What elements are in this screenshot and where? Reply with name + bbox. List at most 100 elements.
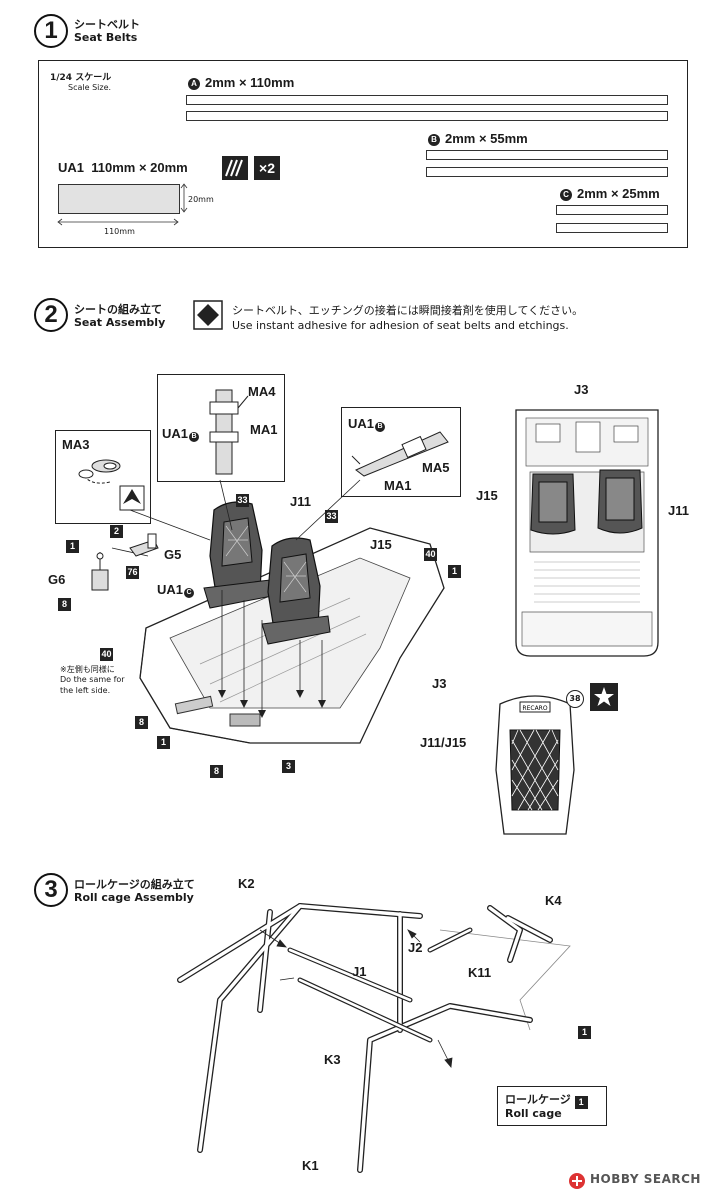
belt-c-strip-1 xyxy=(556,205,668,215)
color-tag-2: 2 xyxy=(110,525,123,538)
step-1-title-en: Seat Belts xyxy=(74,31,138,44)
g5-label: G5 xyxy=(164,547,182,562)
ma4-part-drawing xyxy=(209,389,249,475)
belt-c-size: 2mm × 25mm xyxy=(577,186,660,201)
j15-main-label: J15 xyxy=(370,537,392,552)
step-1-number: 1 xyxy=(34,14,68,48)
roll-cage-color-tag: 1 xyxy=(578,1026,591,1039)
j15-top-label: J15 xyxy=(476,488,498,503)
belt-a-letter: A xyxy=(188,78,200,90)
ua1-label: UA1 110mm × 20mm xyxy=(58,160,188,175)
step-3-title-jp: ロールケージの組み立て xyxy=(74,878,195,891)
step-2-title-en: Seat Assembly xyxy=(74,316,166,329)
color-tag-33b: 33 xyxy=(325,510,338,523)
j11-j15-label: J11/J15 xyxy=(420,735,467,750)
j3-main-label: J3 xyxy=(432,676,447,691)
color-tag-38: 38 xyxy=(566,690,584,708)
roll-cage-legend xyxy=(497,1086,607,1126)
color-tag-76: 76 xyxy=(126,566,139,579)
belt-b-size: 2mm × 55mm xyxy=(445,131,528,146)
ma5-label: MA5 xyxy=(422,460,450,475)
left-side-note-jp: ※左側も同様に xyxy=(60,665,115,674)
belt-a-strip-2 xyxy=(186,111,668,121)
k4-label: K4 xyxy=(545,893,562,908)
etching-icon xyxy=(222,156,248,180)
j2-label: J2 xyxy=(408,940,423,955)
ua1-height-label: 20mm xyxy=(188,195,214,204)
legend-color-tag: 1 xyxy=(574,1096,588,1109)
adhesive-icon xyxy=(193,300,223,330)
belt-b-letter: B xyxy=(428,134,440,146)
color-tag-8b: 8 xyxy=(135,716,148,729)
watermark-text: HOBBY SEARCH xyxy=(590,1172,701,1186)
scale-label-en: Scale Size. xyxy=(68,83,112,92)
ua1b-left-name: UA1 xyxy=(162,426,189,441)
legend-jp-text: ロールケージ xyxy=(505,1093,571,1106)
step-1-title-jp: シートベルト xyxy=(74,18,140,31)
color-tag-1c: 1 xyxy=(157,736,170,749)
roll-cage-legend-en: Roll cage xyxy=(505,1107,562,1120)
color-tag-1a: 1 xyxy=(66,540,79,553)
ma3-detail-box xyxy=(55,430,151,524)
ua1-sheet xyxy=(58,184,180,214)
adhesive-note-en: Use instant adhesive for adhesion of sea… xyxy=(232,319,569,332)
step-3-title-en: Roll cage Assembly xyxy=(74,891,194,904)
roll-cage-legend-jp: ロールケージ 1 xyxy=(505,1091,588,1109)
star-icon xyxy=(590,683,618,711)
k11-label: K11 xyxy=(468,965,492,980)
j11-main-label: J11 xyxy=(290,494,311,509)
seat-detail-drawing: RECARO xyxy=(495,695,575,835)
belt-b-strip-2 xyxy=(426,167,668,177)
color-tag-8c: 8 xyxy=(210,765,223,778)
color-tag-33a: 33 xyxy=(236,494,249,507)
watermark-logo-icon xyxy=(569,1173,585,1189)
ua1b-right-letter: B xyxy=(375,422,386,432)
ua1b-right-name: UA1 xyxy=(348,416,375,431)
belt-c-strip-2 xyxy=(556,223,668,233)
seatbelt-mount-g5 xyxy=(129,533,159,557)
g6-label: G6 xyxy=(48,572,66,587)
belt-b-strip-1 xyxy=(426,150,668,160)
ua1c-name: UA1 xyxy=(157,582,184,597)
k2-label: K2 xyxy=(238,876,255,891)
top-view-seat-j11 xyxy=(597,469,643,534)
ua1-name: UA1 xyxy=(58,160,85,175)
adhesive-note-jp: シートベルト、エッチングの接着には瞬間接着剤を使用してください。 xyxy=(232,304,584,317)
racing-seat-left xyxy=(203,501,273,609)
color-tag-8a: 8 xyxy=(58,598,71,611)
ua1-multiplier: ×2 xyxy=(254,156,280,180)
step-2-title-jp: シートの組み立て xyxy=(74,303,162,316)
belt-a-size: 2mm × 110mm xyxy=(205,75,295,90)
step-3-number: 3 xyxy=(34,873,68,907)
ma3-label: MA3 xyxy=(62,437,90,452)
ua1-dimension-lines xyxy=(57,183,188,226)
belt-a-label: A 2mm × 110mm xyxy=(188,75,294,90)
ua1c-letter: C xyxy=(184,588,195,598)
ma1-top-label: MA1 xyxy=(250,422,278,437)
ma4-label: MA4 xyxy=(248,384,276,399)
ua1-width-label: 110mm xyxy=(104,227,135,236)
arrow-up-icon xyxy=(119,485,145,511)
scale-label-jp: 1/24 スケール xyxy=(50,73,112,83)
seatbelt-mount-g6 xyxy=(91,552,109,591)
ma1-right-label: MA1 xyxy=(384,478,412,493)
belt-b-label: B 2mm × 55mm xyxy=(428,131,528,146)
j1-label: J1 xyxy=(352,964,367,979)
ua1-size: 110mm × 20mm xyxy=(91,160,188,175)
color-tag-40a: 40 xyxy=(424,548,437,561)
color-tag-1b: 1 xyxy=(448,565,461,578)
color-tag-40b: 40 xyxy=(100,648,113,661)
k1-label: K1 xyxy=(302,1158,319,1173)
left-side-note-en1: Do the same for xyxy=(60,675,125,684)
ma5-part-drawing xyxy=(351,431,449,477)
belt-a-strip-1 xyxy=(186,95,668,105)
k3-label: K3 xyxy=(324,1052,341,1067)
recaro-text: RECARO xyxy=(522,705,547,712)
ma3-part-drawing xyxy=(78,459,121,484)
j11-top-label: J11 xyxy=(668,503,689,518)
racing-seat-right xyxy=(261,537,331,645)
